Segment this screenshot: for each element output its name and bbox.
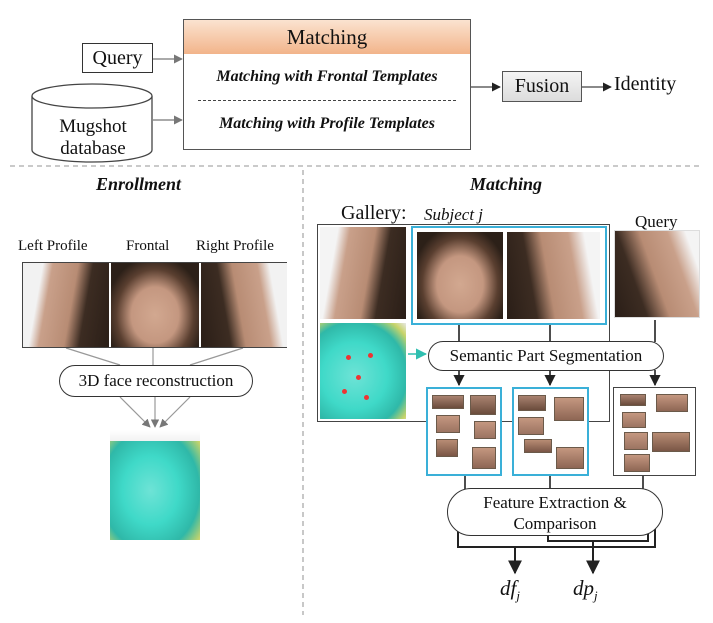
landmark-dot xyxy=(346,355,351,360)
part-cheek xyxy=(474,421,496,439)
part-chin xyxy=(556,447,584,469)
part-mouth xyxy=(436,439,458,457)
output-dp-main: dp xyxy=(573,576,594,600)
enrollment-face-left-profile xyxy=(23,263,109,347)
part-nose xyxy=(518,417,544,435)
landmark-dot xyxy=(356,375,361,380)
part-mouth xyxy=(652,432,690,452)
gallery-face-profile-right xyxy=(507,232,600,319)
gallery-face-profile-left xyxy=(320,227,406,319)
enrollment-label-right-profile: Right Profile xyxy=(196,238,274,254)
query-label: Query xyxy=(92,47,143,69)
feature-label: Feature Extraction & Comparison xyxy=(483,493,627,533)
part-mouth xyxy=(524,439,552,453)
query-face xyxy=(614,230,700,318)
gallery-3d-mesh xyxy=(320,323,406,419)
query-parts-grid xyxy=(613,387,696,476)
part-ear xyxy=(656,394,688,412)
reconstruction-node: 3D face reconstruction xyxy=(59,365,253,397)
enrollment-face-right-profile xyxy=(201,263,287,347)
subject-label: Subject j xyxy=(424,205,484,224)
part-eye xyxy=(432,395,464,409)
enrollment-3d-mesh xyxy=(110,430,200,540)
frontal-parts-grid xyxy=(426,387,502,476)
part-chin xyxy=(472,447,496,469)
matching-profile-label: Matching with Profile Templates xyxy=(219,115,435,132)
output-df: dfj xyxy=(500,576,520,604)
part-chin xyxy=(624,454,650,472)
matching-frontal-label: Matching with Frontal Templates xyxy=(216,68,438,85)
part-eye xyxy=(620,394,646,406)
segmentation-node: Semantic Part Segmentation xyxy=(428,341,664,371)
feature-node: Feature Extraction & Comparison xyxy=(447,488,663,536)
part-cheek xyxy=(624,432,648,450)
query-box: Query xyxy=(82,43,153,73)
profile-parts-grid xyxy=(512,387,589,476)
landmark-dot xyxy=(364,395,369,400)
output-df-main: df xyxy=(500,576,517,600)
part-nose xyxy=(622,412,646,428)
fusion-box: Fusion xyxy=(502,71,582,102)
matching-panel-title: Matching xyxy=(286,25,368,49)
output-df-sub: j xyxy=(516,588,520,604)
enrollment-face-strip xyxy=(22,262,287,348)
matching-divider xyxy=(198,100,456,101)
part-nose xyxy=(436,415,460,433)
enrollment-face-frontal xyxy=(111,263,199,347)
enrollment-label-frontal: Frontal xyxy=(126,238,170,254)
output-dp: dpj xyxy=(573,576,598,604)
gallery-face-frontal xyxy=(417,232,503,319)
mugshot-database-label: Mugshot database xyxy=(59,116,127,159)
matching-heading: Matching xyxy=(470,174,543,194)
segmentation-label: Semantic Part Segmentation xyxy=(449,346,643,365)
part-eye xyxy=(518,395,546,411)
part-ear xyxy=(554,397,584,421)
enrollment-heading: Enrollment xyxy=(96,174,182,194)
enrollment-label-left-profile: Left Profile xyxy=(18,238,88,254)
gallery-box xyxy=(317,224,610,422)
reconstruction-label: 3D face reconstruction xyxy=(78,371,234,390)
query-face-label: Query xyxy=(635,212,678,231)
matching-panel-header: Matching xyxy=(184,20,470,54)
output-dp-sub: j xyxy=(594,588,598,604)
landmark-dot xyxy=(368,353,373,358)
part-eye xyxy=(470,395,496,415)
identity-label: Identity xyxy=(614,73,677,95)
fusion-label: Fusion xyxy=(514,75,570,97)
gallery-label: Gallery: xyxy=(341,202,407,224)
matching-panel: Matching Matching with Frontal Templates… xyxy=(183,19,471,150)
gallery-highlight xyxy=(411,226,607,325)
landmark-dot xyxy=(342,389,347,394)
